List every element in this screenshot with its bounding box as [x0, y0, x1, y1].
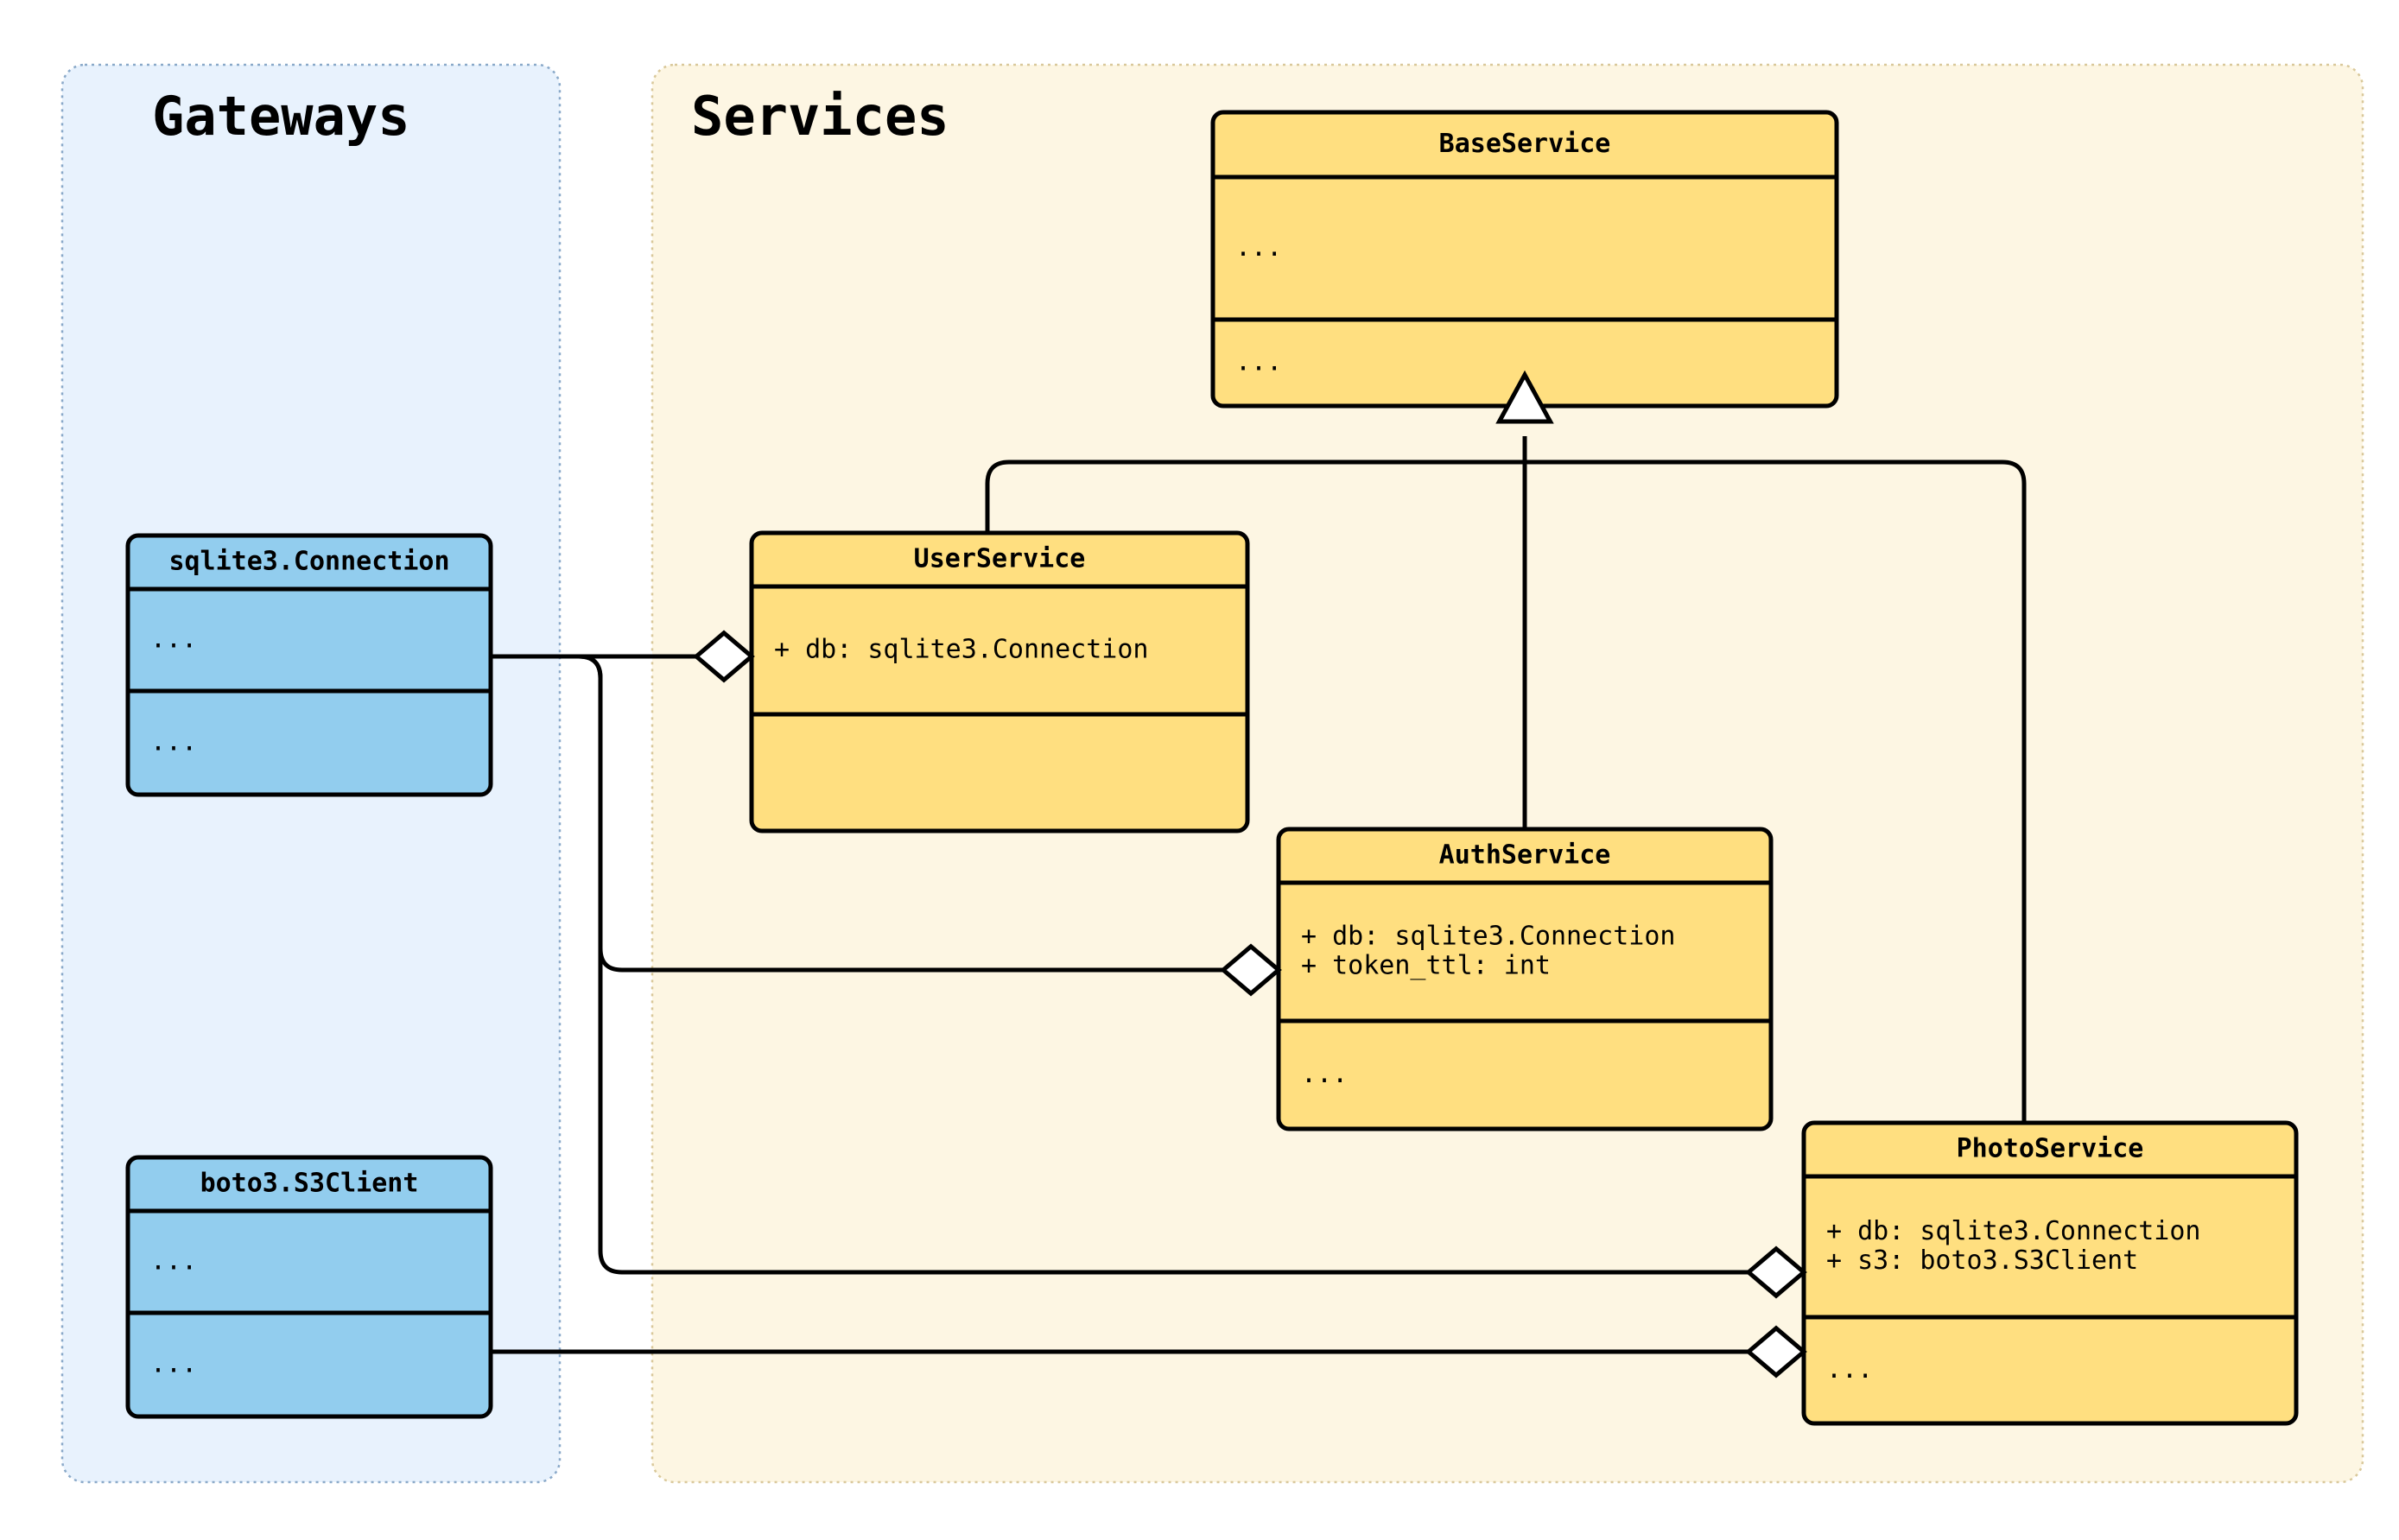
class-name-authservice: AuthService [1439, 840, 1611, 871]
class-methods-authservice-0: ... [1301, 1059, 1348, 1089]
class-body-sqlite3connection[interactable] [125, 533, 493, 797]
class-attributes-photoservice-0: + db: sqlite3.Connection [1826, 1216, 2200, 1246]
class-attributes-authservice-0: + db: sqlite3.Connection [1301, 922, 1675, 952]
class-attributes-baseservice-0: ... [1235, 232, 1282, 263]
class-authservice[interactable]: AuthService + db: sqlite3.Connection+ tok… [1276, 827, 1774, 1131]
class-name-sqlite3connection: sqlite3.Connection [168, 547, 449, 577]
class-body-authservice[interactable] [1276, 827, 1774, 1131]
class-body-userservice[interactable] [749, 530, 1250, 833]
class-body-boto3s3client[interactable] [125, 1155, 493, 1419]
class-baseservice[interactable]: BaseService...... [1210, 110, 1839, 409]
marker-dia-photoservice-db [1745, 1245, 1807, 1299]
edge-photoservice-inherits-baseservice [1522, 436, 2027, 1123]
class-attributes-boto3s3client-0: ... [150, 1246, 197, 1277]
package-title-services: Services [691, 85, 949, 148]
class-methods-photoservice-0: ... [1826, 1354, 1873, 1385]
class-name-baseservice: BaseService [1439, 129, 1611, 159]
class-name-photoservice: PhotoService [1957, 1134, 2144, 1164]
marker-dia-userservice [693, 630, 755, 683]
class-name-userservice: UserService [914, 544, 1086, 574]
class-photoservice[interactable]: PhotoService + db: sqlite3.Connection+ s3… [1801, 1120, 2299, 1426]
marker-tri-baseservice [1495, 370, 1554, 424]
marker-layer [693, 370, 1807, 1378]
class-userservice[interactable]: UserService + db: sqlite3.Connection [749, 530, 1250, 833]
class-layer: BaseService......sqlite3.Connection.....… [125, 110, 2299, 1426]
relationship-layer [491, 436, 2027, 1354]
class-attributes-sqlite3connection-0: ... [150, 624, 197, 655]
class-attributes-photoservice-1: + s3: boto3.S3Client [1826, 1245, 2138, 1276]
class-boto3s3client[interactable]: boto3.S3Client...... [125, 1155, 493, 1419]
class-methods-baseservice-0: ... [1235, 347, 1282, 377]
class-methods-sqlite3connection-0: ... [150, 727, 197, 757]
package-title-gateways: Gateways [152, 85, 410, 148]
marker-dia-photoservice-s3 [1745, 1325, 1807, 1378]
edge-photoservice-db-sqlite3connection [491, 654, 1776, 1275]
class-name-boto3s3client: boto3.S3Client [200, 1169, 419, 1199]
class-sqlite3connection[interactable]: sqlite3.Connection...... [125, 533, 493, 797]
class-attributes-authservice-1: + token_ttl: int [1301, 951, 1551, 981]
class-methods-boto3s3client-0: ... [150, 1349, 197, 1379]
edge-userservice-inherits-baseservice [985, 436, 1527, 533]
marker-dia-authservice [1220, 943, 1282, 997]
class-attributes-userservice-0: + db: sqlite3.Connection [774, 635, 1148, 665]
